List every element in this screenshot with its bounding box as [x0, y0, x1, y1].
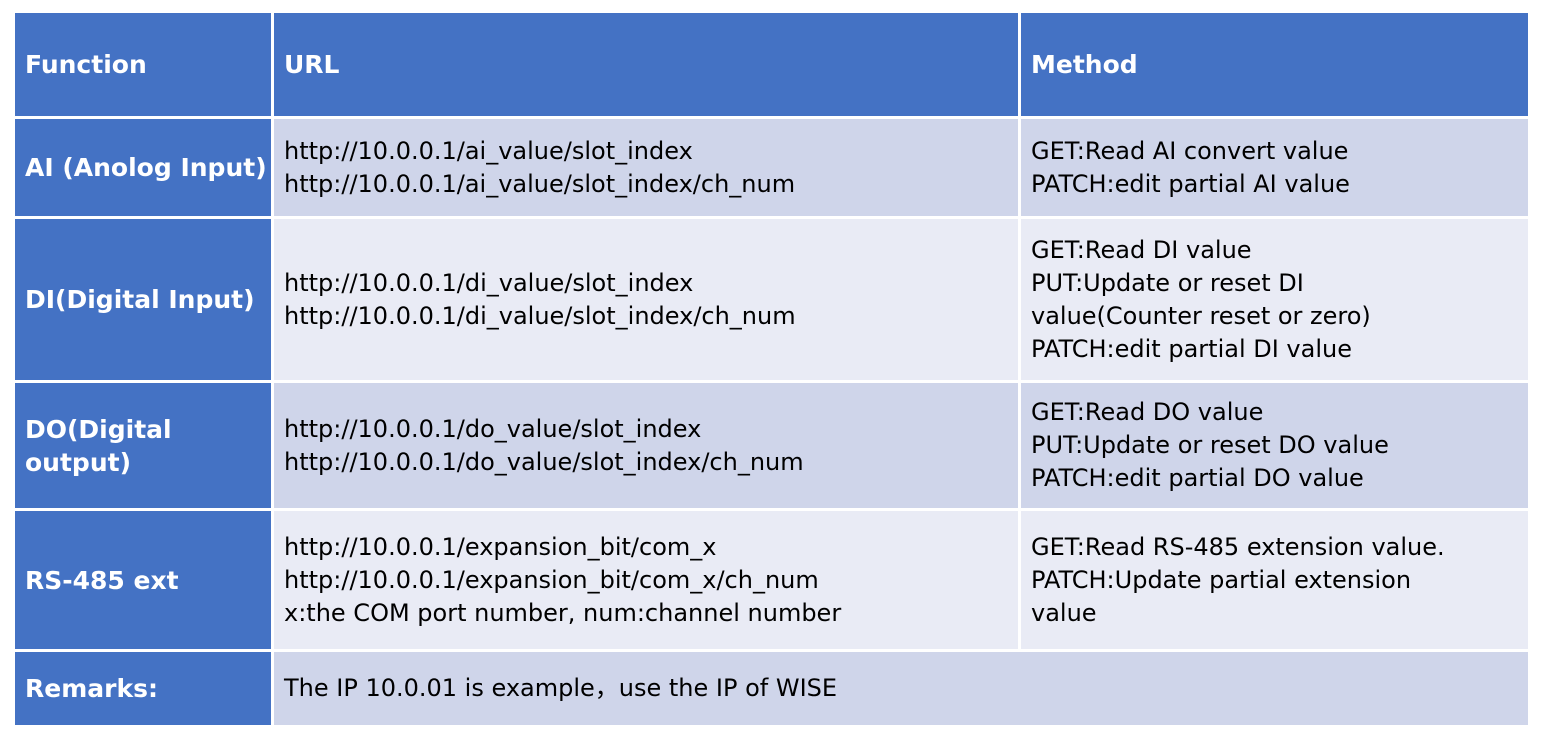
url-line: http://10.0.0.1/ai_value/slot_index/ch_n…: [284, 169, 796, 198]
remarks-text-cell: The IP 10.0.01 is example，use the IP of …: [271, 649, 1531, 728]
method-cell-ai: GET:Read AI convert value PATCH:edit par…: [1018, 116, 1531, 219]
url-cell-do: http://10.0.0.1/do_value/slot_index http…: [271, 380, 1021, 511]
function-label: output): [25, 447, 131, 477]
function-label: RS-485 ext: [25, 565, 179, 595]
remarks-label-cell: Remarks:: [12, 649, 274, 728]
url-line: http://10.0.0.1/di_value/slot_index/ch_n…: [284, 301, 796, 330]
url-cell-di: http://10.0.0.1/di_value/slot_index http…: [271, 216, 1021, 383]
method-cell-do: GET:Read DO value PUT:Update or reset DO…: [1018, 380, 1531, 511]
method-line: GET:Read AI convert value: [1031, 136, 1349, 165]
url-line: http://10.0.0.1/expansion_bit/com_x/ch_n…: [284, 565, 819, 594]
url-line: http://10.0.0.1/do_value/slot_index: [284, 414, 702, 443]
function-label: DO(Digital: [25, 414, 172, 444]
method-line: GET:Read DO value: [1031, 398, 1264, 426]
method-cell-di: GET:Read DI value PUT:Update or reset DI…: [1018, 216, 1531, 383]
table-row-rs485: RS-485 ext http://10.0.0.1/expansion_bit…: [12, 508, 1531, 652]
table-row-ai: AI (Anolog Input) http://10.0.0.1/ai_val…: [12, 116, 1531, 219]
header-method: Method: [1018, 10, 1531, 119]
method-line: PATCH:edit partial DI value: [1031, 334, 1352, 363]
url-cell-rs485: http://10.0.0.1/expansion_bit/com_x http…: [271, 508, 1021, 652]
table-row-do: DO(Digital output) http://10.0.0.1/do_va…: [12, 380, 1531, 511]
method-line: value(Counter reset or zero): [1031, 301, 1371, 330]
function-cell-do: DO(Digital output): [12, 380, 274, 511]
url-line: http://10.0.0.1/do_value/slot_index/ch_n…: [284, 447, 804, 476]
header-url: URL: [271, 10, 1021, 119]
method-line: PATCH:edit partial AI value: [1031, 169, 1350, 198]
method-line: GET:Read DI value: [1031, 235, 1252, 264]
url-line: http://10.0.0.1/di_value/slot_index: [284, 268, 694, 297]
table-row-di: DI(Digital Input) http://10.0.0.1/di_val…: [12, 216, 1531, 383]
function-label: DI(Digital Input): [25, 285, 255, 314]
method-line: PATCH:Update partial extension: [1031, 565, 1412, 594]
api-reference-table: Function URL Method AI (Anolog Input) ht…: [12, 10, 1531, 728]
method-line: value: [1031, 598, 1097, 627]
method-line: GET:Read RS-485 extension value.: [1031, 532, 1445, 561]
table-row-remarks: Remarks: The IP 10.0.01 is example，use t…: [12, 649, 1531, 728]
method-line: PUT:Update or reset DO value: [1031, 431, 1389, 459]
url-note: x:the COM port number, num:channel numbe…: [284, 598, 842, 627]
url-line: http://10.0.0.1/ai_value/slot_index: [284, 136, 693, 165]
remarks-label: Remarks:: [25, 674, 158, 703]
url-cell-ai: http://10.0.0.1/ai_value/slot_index http…: [271, 116, 1021, 219]
function-cell-di: DI(Digital Input): [12, 216, 274, 383]
function-cell-rs485: RS-485 ext: [12, 508, 274, 652]
method-line: PUT:Update or reset DI: [1031, 268, 1304, 297]
function-cell-ai: AI (Anolog Input): [12, 116, 274, 219]
remarks-text: The IP 10.0.01 is example，use the IP of …: [284, 674, 838, 702]
method-line: PATCH:edit partial DO value: [1031, 464, 1364, 492]
method-cell-rs485: GET:Read RS-485 extension value. PATCH:U…: [1018, 508, 1531, 652]
url-line: http://10.0.0.1/expansion_bit/com_x: [284, 532, 717, 561]
header-function: Function: [12, 10, 274, 119]
function-label: AI (Anolog Input): [25, 153, 267, 182]
table-header-row: Function URL Method: [12, 10, 1531, 119]
